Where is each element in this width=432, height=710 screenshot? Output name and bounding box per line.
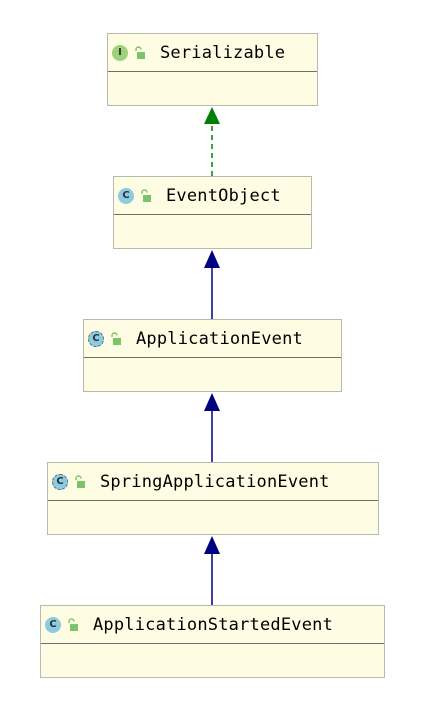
class-icon: C	[118, 187, 134, 204]
unlocked-icon	[75, 474, 85, 488]
unlocked-icon	[135, 45, 145, 59]
class-name: SpringApplicationEvent	[100, 471, 330, 492]
unlocked-icon	[141, 188, 151, 202]
class-node-eventobject[interactable]: C EventObject	[113, 176, 312, 249]
class-icon: C	[45, 616, 61, 633]
class-node-applicationstartedevent[interactable]: C ApplicationStartedEvent	[40, 605, 385, 678]
class-node-header: C EventObject	[114, 177, 311, 215]
abstract-class-icon: C	[88, 330, 104, 347]
extends-arrowhead	[204, 393, 220, 411]
edge-applicationstartedevent-extends-springapplicationevent	[204, 536, 220, 605]
edge-applicationevent-extends-eventobject	[204, 250, 220, 319]
class-name: EventObject	[166, 185, 281, 206]
class-node-header: I Serializable	[108, 34, 317, 72]
edge-eventobject-implements-serializable	[204, 107, 220, 176]
unlocked-icon	[111, 331, 121, 345]
class-node-applicationevent[interactable]: C ApplicationEvent	[83, 319, 342, 392]
class-name: ApplicationStartedEvent	[93, 614, 334, 635]
class-node-header: C ApplicationStartedEvent	[41, 606, 384, 644]
implements-arrowhead	[204, 107, 220, 124]
class-node-serializable[interactable]: I Serializable	[107, 33, 318, 106]
extends-arrowhead	[204, 536, 220, 554]
edge-springapplicationevent-extends-applicationevent	[204, 393, 220, 462]
class-node-header: C SpringApplicationEvent	[48, 463, 378, 501]
abstract-class-icon: C	[52, 473, 68, 490]
unlocked-icon	[68, 617, 78, 631]
extends-arrowhead	[204, 250, 220, 268]
class-node-header: C ApplicationEvent	[84, 320, 341, 358]
class-name: ApplicationEvent	[136, 328, 303, 349]
interface-icon: I	[112, 44, 128, 61]
class-name: Serializable	[160, 42, 286, 63]
class-node-springapplicationevent[interactable]: C SpringApplicationEvent	[47, 462, 379, 535]
